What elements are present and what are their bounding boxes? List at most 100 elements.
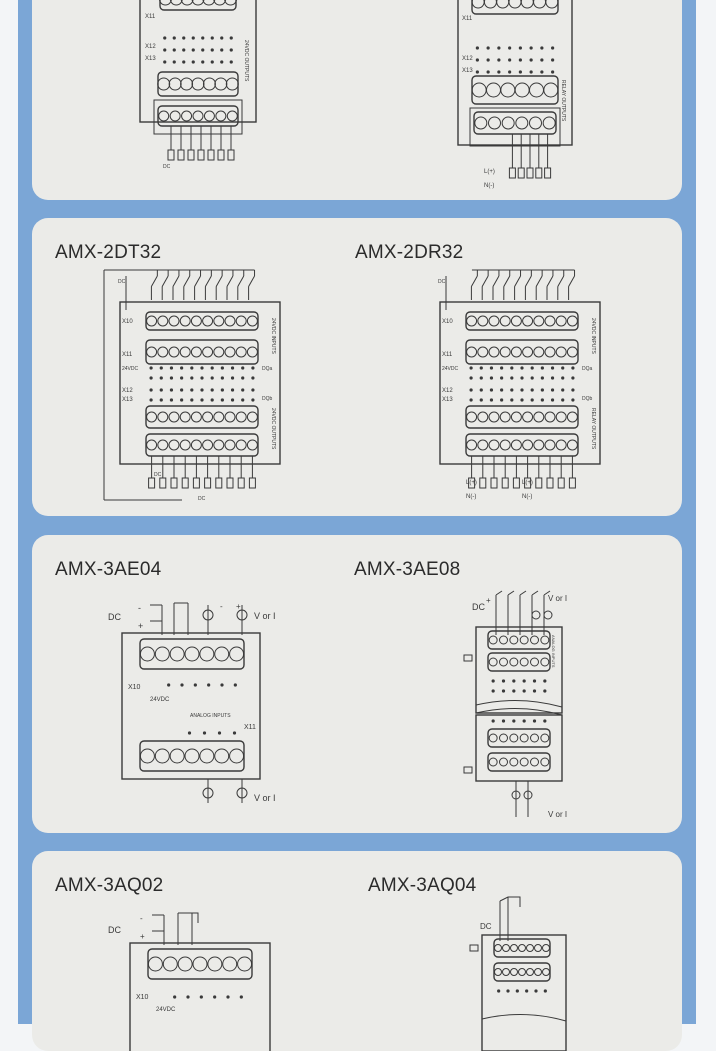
terminal-dot xyxy=(529,46,533,50)
wire-line xyxy=(150,275,158,287)
terminal-screw xyxy=(544,315,556,327)
terminal-dot xyxy=(163,48,167,52)
label-plus-2: + xyxy=(236,602,241,611)
load-symbol xyxy=(248,477,256,489)
terminal-screw xyxy=(520,0,534,9)
terminal-dot xyxy=(551,70,555,74)
terminal-dot xyxy=(200,398,204,402)
module-body xyxy=(121,632,261,780)
terminal-screw xyxy=(146,315,158,327)
label-x11: X11 xyxy=(122,352,133,358)
terminal-dot xyxy=(159,376,163,380)
terminal-screw xyxy=(202,346,214,358)
terminal-screw xyxy=(542,116,556,130)
terminal-dot xyxy=(508,70,512,74)
sensor-symbol xyxy=(531,610,541,620)
label-x11: X11 xyxy=(145,14,156,20)
terminal-screw xyxy=(157,411,169,423)
load-symbol xyxy=(217,149,225,161)
terminal-screw xyxy=(488,733,498,743)
terminal-dot xyxy=(491,689,495,693)
terminal-screw xyxy=(168,315,180,327)
terminal-dot xyxy=(220,376,224,380)
terminal-dot xyxy=(489,376,494,380)
label-x13: X13 xyxy=(442,397,453,403)
load-symbol xyxy=(181,477,189,489)
terminal-dot xyxy=(512,689,516,693)
label-plus: + xyxy=(140,932,145,941)
terminal-dot xyxy=(540,398,544,402)
terminal-screw xyxy=(510,968,518,976)
module-outline-right xyxy=(457,0,573,146)
terminal-screw xyxy=(184,748,200,764)
label-x13: X13 xyxy=(145,56,156,62)
terminal-block xyxy=(473,111,557,135)
terminal-screw xyxy=(177,956,193,972)
terminal-block xyxy=(145,311,259,331)
terminal-dot xyxy=(210,388,214,392)
label-n-minus-a: N(-) xyxy=(466,494,476,500)
terminal-dot xyxy=(200,388,204,392)
terminal-dot xyxy=(180,366,184,370)
terminal-dot xyxy=(479,388,483,392)
load-symbol xyxy=(207,149,215,161)
terminal-screw xyxy=(542,968,550,976)
terminal-screw xyxy=(555,346,567,358)
terminal-screw xyxy=(510,944,518,952)
terminal-dot xyxy=(220,366,224,370)
cut-line xyxy=(475,708,563,716)
load-symbol xyxy=(535,477,543,489)
load-symbol xyxy=(508,167,516,179)
wire-line xyxy=(215,275,223,287)
terminal-block xyxy=(465,339,579,365)
module-body-upper xyxy=(475,626,563,714)
load-symbol xyxy=(159,477,167,489)
terminal-screw xyxy=(566,439,578,451)
terminal-dot xyxy=(532,719,537,723)
terminal-screw xyxy=(526,944,534,952)
terminal-screw xyxy=(477,315,489,327)
terminal-dot xyxy=(210,60,214,64)
load-symbol xyxy=(535,167,543,179)
terminal-screw xyxy=(509,757,519,767)
load-symbol xyxy=(215,477,223,489)
load-symbol xyxy=(524,477,532,489)
terminal-dot xyxy=(251,366,255,370)
label-x11: X11 xyxy=(244,724,256,731)
terminal-screw xyxy=(499,635,508,645)
terminal-screw xyxy=(179,439,191,451)
terminal-dot xyxy=(571,366,575,370)
terminal-screw xyxy=(184,646,200,662)
terminal-dot xyxy=(182,48,186,52)
terminal-dot xyxy=(530,398,534,402)
terminal-dot xyxy=(180,376,184,380)
module-title-amx-3ae04: AMX-3AE04 xyxy=(55,559,162,580)
terminal-dot xyxy=(497,989,501,993)
terminal-screw xyxy=(229,646,245,662)
load-symbol xyxy=(468,477,476,489)
terminal-dot xyxy=(200,376,204,380)
label-x12-r: X12 xyxy=(462,56,473,62)
label-analog-inputs: ANALOG INPUTS xyxy=(190,713,231,719)
terminal-dot xyxy=(210,398,214,402)
load-symbol xyxy=(204,477,212,489)
terminal-frame-r xyxy=(469,107,561,147)
terminal-screw xyxy=(147,956,163,972)
terminal-dot xyxy=(561,366,565,370)
terminal-dot xyxy=(540,58,544,62)
terminal-screw xyxy=(483,0,497,9)
terminal-dot xyxy=(529,70,533,74)
terminal-screw xyxy=(530,757,539,767)
load-symbol xyxy=(479,477,487,489)
terminal-dot xyxy=(500,366,504,370)
terminal-dot xyxy=(520,366,524,370)
label-dqa: DQa xyxy=(582,366,593,372)
terminal-dot xyxy=(200,366,204,370)
wire-line xyxy=(499,896,521,907)
label-x10: X10 xyxy=(128,684,141,691)
terminal-dot xyxy=(172,60,176,64)
terminal-dot xyxy=(500,398,504,402)
terminal-screw xyxy=(235,315,247,327)
